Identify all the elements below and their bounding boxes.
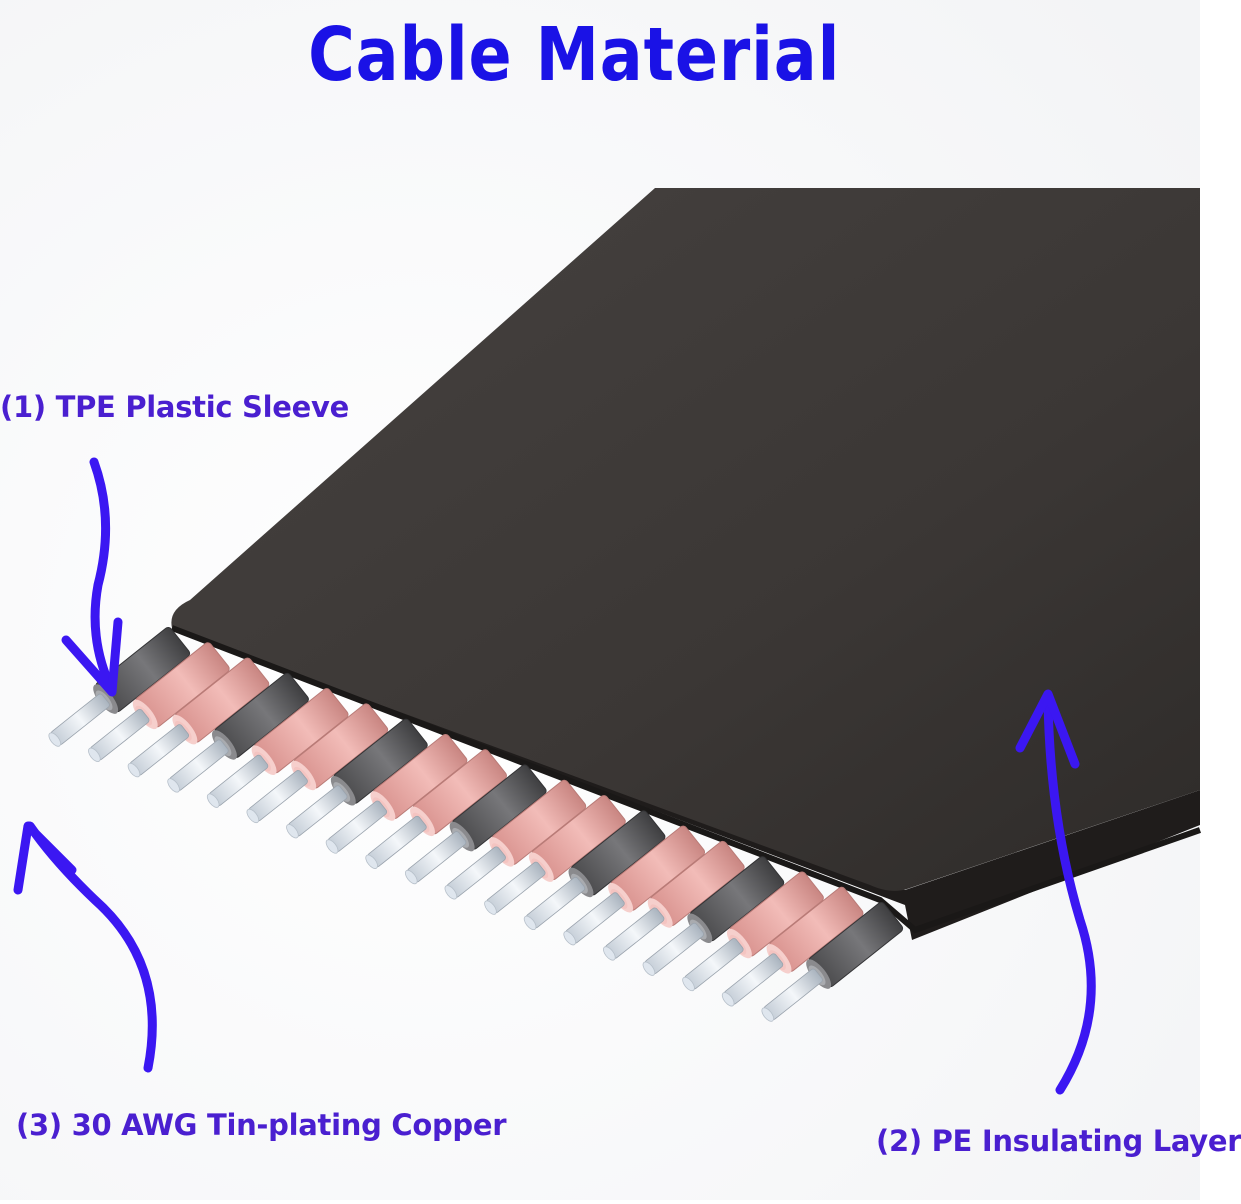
conductor-gray-sleeve <box>761 902 904 1022</box>
cable-jacket-top <box>171 188 1200 891</box>
conductor-pink-sleeve <box>206 688 349 808</box>
conductor-gray-sleeve <box>523 810 666 931</box>
conductor-pink-sleeve <box>721 886 864 1007</box>
conductor-pink-sleeve <box>365 749 507 869</box>
conductor-pink-sleeve <box>603 840 745 961</box>
conductor-pink-sleeve <box>563 825 706 946</box>
conductor-gray-sleeve <box>286 718 428 839</box>
conductor-gray-sleeve <box>167 672 309 793</box>
arrow-pe-icon <box>1043 695 1096 1095</box>
arrow-tpe-icon <box>89 457 117 695</box>
label-tpe-sleeve: (1) TPE Plastic Sleeve <box>0 390 349 424</box>
arrow-copper-head-icon <box>13 821 77 895</box>
arrow-tpe-head-icon <box>61 617 123 697</box>
cable-jacket-edge <box>170 625 1201 934</box>
label-copper: (3) 30 AWG Tin-plating Copper <box>16 1108 507 1142</box>
conductor-pink-sleeve <box>88 642 230 762</box>
conductor-pink-sleeve <box>127 657 270 778</box>
conductor-pink-sleeve <box>325 733 468 854</box>
conductor-pink-sleeve <box>682 871 824 992</box>
conductor-gray-sleeve <box>642 856 785 976</box>
conductor-gray-sleeve <box>404 764 547 885</box>
conductor-pink-sleeve <box>444 779 587 900</box>
conductor-pink-sleeve <box>246 703 389 824</box>
page-title: Cable Material <box>308 12 841 98</box>
conductor-gray-sleeve <box>48 627 191 747</box>
cable-illustration <box>0 0 1201 1200</box>
arrow-pe-head-icon <box>1015 689 1080 769</box>
label-pe-layer: (2) PE Insulating Layer <box>876 1124 1241 1158</box>
conductor-group <box>48 627 904 1022</box>
conductor-pink-sleeve <box>484 795 626 915</box>
